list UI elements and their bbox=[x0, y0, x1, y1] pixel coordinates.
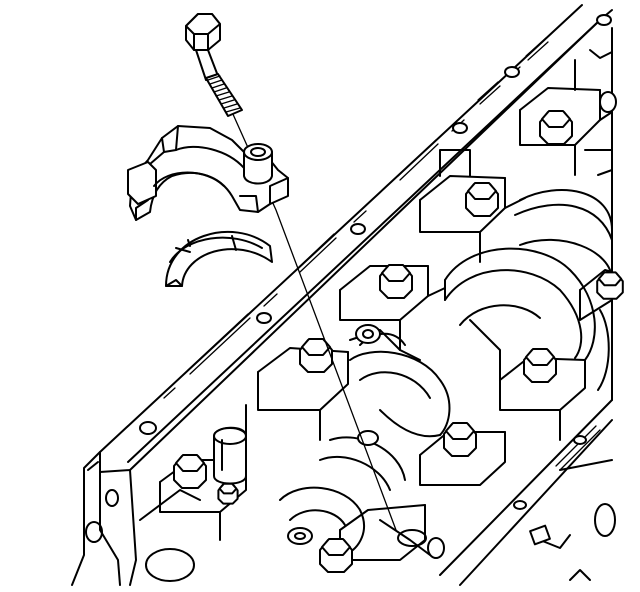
cap-bolt bbox=[186, 14, 242, 116]
hex-head-icon bbox=[218, 484, 237, 504]
crankshaft-journals bbox=[280, 190, 612, 558]
hex-bolt-icon bbox=[186, 14, 220, 50]
hex-head-icon bbox=[524, 349, 556, 382]
bolt-threads bbox=[208, 76, 240, 112]
cap-bolt-hex-heads bbox=[174, 111, 623, 572]
hex-head-icon bbox=[466, 183, 498, 216]
hex-head-icon bbox=[597, 272, 623, 298]
hex-head-icon bbox=[320, 539, 352, 572]
hex-head-icon bbox=[174, 455, 206, 488]
bearing-cap bbox=[128, 126, 288, 220]
rail-holes bbox=[140, 15, 611, 434]
hex-head-icon bbox=[444, 423, 476, 456]
bearing-insert bbox=[166, 232, 272, 286]
hex-head-icon bbox=[540, 111, 572, 144]
bulkheads bbox=[160, 50, 612, 560]
hex-head-icon bbox=[380, 265, 412, 298]
engine-block bbox=[72, 5, 615, 585]
hex-head-icon bbox=[300, 339, 332, 372]
